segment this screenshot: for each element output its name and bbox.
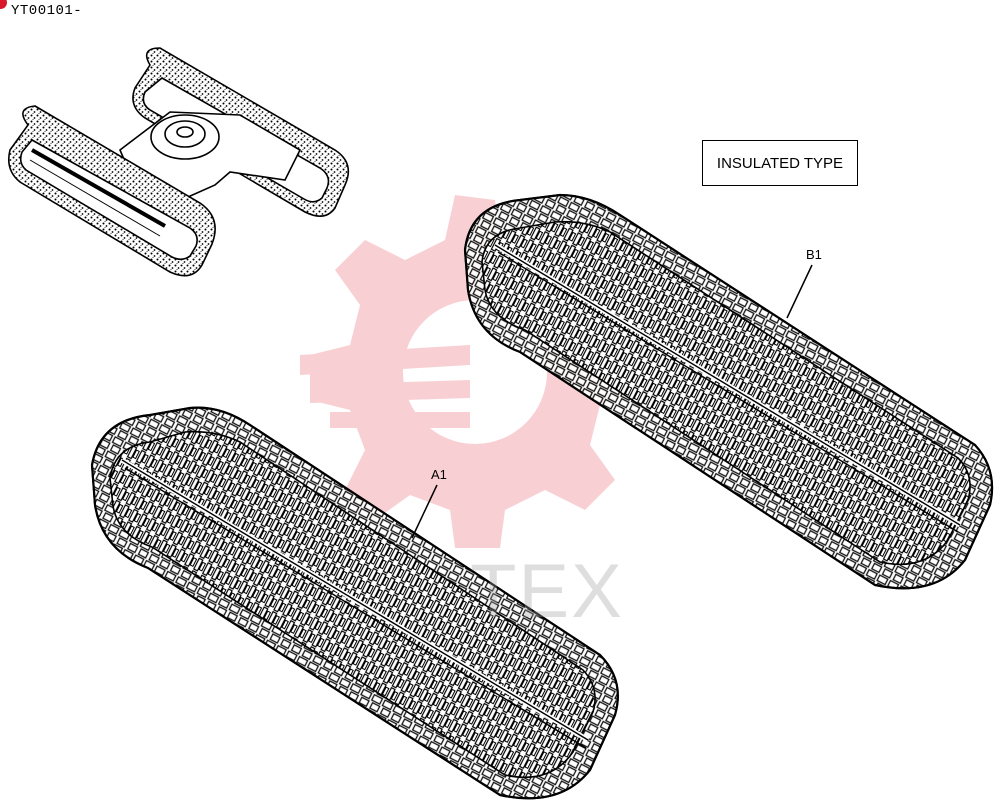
leader-line-b1 [786,264,813,319]
undercarriage-thumbnail [7,47,350,277]
corner-marker [0,0,7,9]
leader-line-a1 [411,484,438,539]
rubber-track-b1 [463,193,994,590]
insulated-type-label: INSULATED TYPE [702,140,858,186]
reference-code: YT00101- [11,3,83,19]
callout-a1: A1 [431,467,447,482]
rubber-track-a1 [90,406,619,800]
callout-b1: B1 [806,247,822,262]
insulated-type-text: INSULATED TYPE [716,154,844,172]
